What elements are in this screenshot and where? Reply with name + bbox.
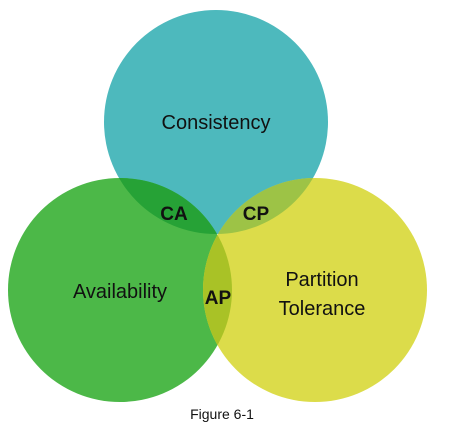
partition-label: Partition xyxy=(285,269,358,291)
figure-caption: Figure 6-1 xyxy=(190,406,254,422)
tolerance-label: Tolerance xyxy=(279,298,366,320)
ap-label: AP xyxy=(205,288,232,309)
partition-tolerance-circle xyxy=(203,178,427,402)
ca-label: CA xyxy=(160,204,188,225)
consistency-label: Consistency xyxy=(162,112,271,134)
consistency-circle xyxy=(104,10,328,234)
availability-circle xyxy=(8,178,232,402)
cp-label: CP xyxy=(243,204,270,225)
availability-label: Availability xyxy=(73,281,167,303)
